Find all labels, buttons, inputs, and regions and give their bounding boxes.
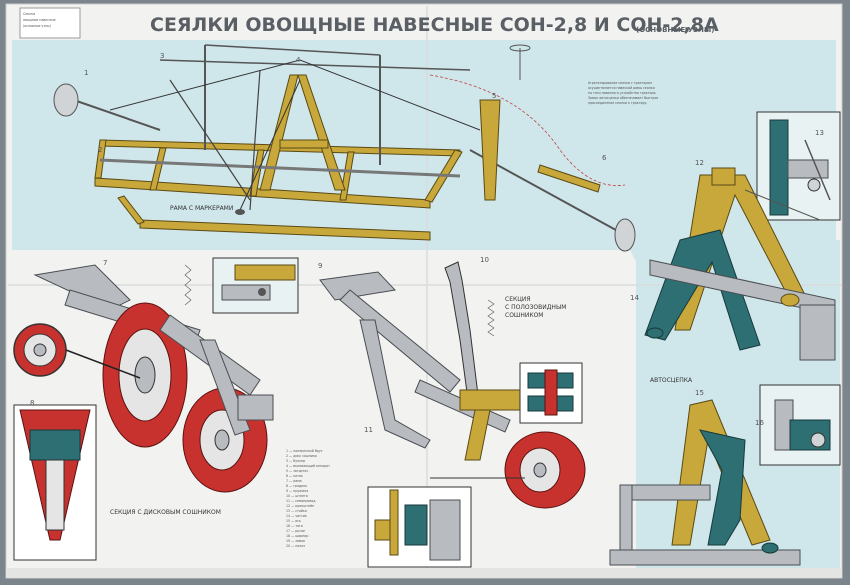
svg-text:5: 5 (492, 92, 496, 100)
bracket-inset (212, 257, 299, 314)
svg-text:5 — загортач: 5 — загортач (286, 469, 308, 473)
stamp-line-1: Сеялки (23, 12, 35, 16)
svg-text:13: 13 (815, 129, 824, 137)
svg-text:7: 7 (103, 259, 107, 267)
frame-assembly (53, 44, 636, 252)
svg-text:18 — шарнир: 18 — шарнир (286, 534, 308, 538)
svg-text:11 — семяпровод: 11 — семяпровод (286, 499, 316, 503)
svg-text:15 — ось: 15 — ось (286, 519, 301, 523)
page-subtitle: (ОСНОВНЫЕ УЗЛЫ) (636, 26, 714, 34)
svg-text:1 — поперечный брус: 1 — поперечный брус (286, 449, 323, 453)
note-line-1: Агрегатирование сеялки с трактором (588, 81, 652, 85)
svg-text:4 — высевающий аппарат: 4 — высевающий аппарат (286, 464, 330, 468)
svg-text:19 — замок: 19 — замок (286, 539, 305, 543)
svg-text:8 — грядиль: 8 — грядиль (286, 484, 307, 488)
svg-text:6: 6 (602, 154, 607, 162)
svg-text:12: 12 (695, 159, 704, 167)
svg-text:16: 16 (755, 419, 764, 427)
footer-strip (6, 568, 842, 578)
autocoupler-label: АВТОСЦЕПКА (650, 377, 693, 384)
svg-text:1: 1 (84, 69, 88, 77)
page-title: СЕЯЛКИ ОВОЩНЫЕ НАВЕСНЫЕ СОН-2,8 И СОН-2,… (150, 14, 719, 36)
svg-text:10 — штанга: 10 — штанга (286, 494, 308, 498)
svg-text:20 — полоз: 20 — полоз (286, 544, 305, 548)
svg-text:14 — чистик: 14 — чистик (286, 514, 307, 518)
svg-text:9 — пружина: 9 — пружина (286, 489, 308, 493)
svg-text:12 — кронштейн: 12 — кронштейн (286, 504, 314, 508)
note-line-5: присоединение сеялки к трактору. (588, 101, 647, 105)
runner-section-label-2: С ПОЛОЗОВИДНЫМ (505, 304, 566, 311)
autocoupler-lower (609, 384, 841, 566)
svg-text:15: 15 (695, 389, 704, 397)
autocoupler-detail-top (756, 111, 841, 221)
disc-section (13, 264, 274, 561)
runner-section (319, 261, 586, 568)
svg-text:17 — рычаг: 17 — рычаг (286, 529, 306, 533)
note-line-3: на тяги навесного устройства трактора. (588, 91, 656, 95)
svg-text:11: 11 (364, 426, 373, 434)
note-block: Агрегатирование сеялки с трактором осуще… (588, 81, 658, 105)
svg-text:6 — каток: 6 — каток (286, 474, 303, 478)
svg-text:14: 14 (630, 294, 639, 302)
stamp-line-3: (основные узлы) (23, 24, 51, 28)
svg-text:8: 8 (30, 399, 34, 407)
svg-text:2 — диск сошника: 2 — диск сошника (286, 454, 317, 458)
svg-text:4: 4 (296, 56, 301, 64)
svg-text:3 — бункер: 3 — бункер (286, 459, 305, 463)
parts-legend: 1 — поперечный брус 2 — диск сошника 3 —… (286, 449, 330, 548)
part-numbers: 1 2 3 4 5 6 7 8 9 10 11 12 13 14 15 16 (30, 52, 824, 434)
runner-section-label-1: СЕКЦИЯ (505, 296, 531, 303)
note-line-4: Замок автосцепки обеспечивает быстрое (588, 96, 658, 100)
svg-text:7 — рама: 7 — рама (286, 479, 302, 483)
stamp-box (19, 7, 81, 39)
frame-label: РАМА С МАРКЕРАМИ (170, 205, 233, 212)
stamp-line-2: овощные навесные (23, 18, 56, 22)
svg-text:9: 9 (318, 262, 322, 270)
note-line-2: осуществляется навеской рамы сеялки (588, 86, 655, 90)
svg-text:10: 10 (480, 256, 489, 264)
runner-section-label-3: СОШНИКОМ (505, 312, 544, 319)
autocoupler-upper (644, 167, 836, 361)
svg-text:3: 3 (160, 52, 164, 60)
disc-section-label: СЕКЦИЯ С ДИСКОВЫМ СОШНИКОМ (110, 509, 221, 516)
svg-text:13 — стойка: 13 — стойка (286, 509, 307, 513)
svg-text:16 — тяга: 16 — тяга (286, 524, 303, 528)
svg-text:2: 2 (98, 146, 102, 154)
